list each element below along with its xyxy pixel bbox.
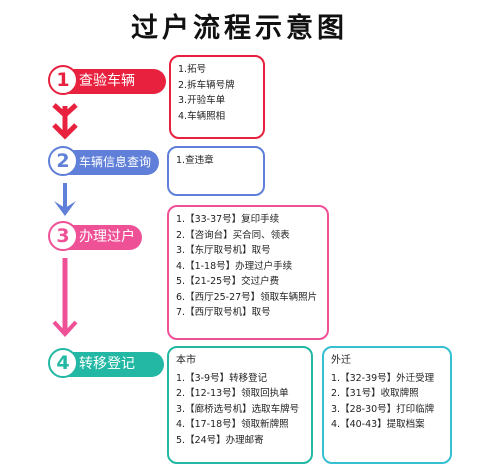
stage-4-label: 转移登记 <box>79 356 135 372</box>
page-title: 过户流程示意图 <box>131 13 348 44</box>
stage-3-step: 5.【21-25号】交过户费 <box>176 276 280 287</box>
stage-3-step: 7.【西厅取号机】取号 <box>176 307 271 318</box>
stage-4-local-step: 4.【17-18号】领取新牌照 <box>176 419 289 430</box>
arrow-down-icon <box>52 103 78 140</box>
stage-4-local-box: 本市 1.【3-9号】转移登记 2.【12-13号】领取回执单 3.【廊桥选号机… <box>167 346 313 464</box>
arrow-down-icon <box>52 258 78 337</box>
stage-1-step: 2.拆车辆号牌 <box>178 79 235 91</box>
stage-3-step: 1.【33-37号】复印手续 <box>176 214 280 225</box>
stage-4-other-step: 4.【40-43】提取档案 <box>331 419 425 430</box>
stage-4-local-step: 3.【廊桥选号机】选取车牌号 <box>176 403 300 415</box>
stage-1-steps-box: 1.拓号 2.拆车辆号牌 3.开验车单 4.车辆照相 <box>169 55 265 139</box>
stage-4-other-step: 1.【32-39号】外迁受理 <box>331 372 435 384</box>
stage-1-step: 4.车辆照相 <box>178 110 226 122</box>
stage-4-local-step: 1.【3-9号】转移登记 <box>176 372 268 384</box>
stage-2-badge: 2 车辆信息查询 <box>48 146 159 176</box>
stage-4-local-step: 2.【12-13号】领取回执单 <box>176 388 289 399</box>
stage-2-number: 2 <box>48 146 78 176</box>
stage-1-badge: 1 查验车辆 <box>48 65 166 95</box>
stage-4-other-step: 2.【31号】收取牌照 <box>331 388 419 399</box>
stage-4-local-step: 5.【24号】办理邮寄 <box>176 434 264 446</box>
arrow-down-icon <box>54 183 76 216</box>
stage-4-other-step: 3.【28-30号】打印临牌 <box>331 403 435 415</box>
stage-3-number: 3 <box>48 221 78 251</box>
stage-4-number: 4 <box>48 348 78 378</box>
stage-1-step: 1.拓号 <box>178 64 207 75</box>
stage-4-badge: 4 转移登记 <box>48 348 164 378</box>
stage-4-other-heading: 外迁 <box>331 355 351 366</box>
stage-3-step: 6.【西厅25-27号】领取车辆照片 <box>176 291 318 303</box>
stage-3-step: 2.【咨询台】买合同、领表 <box>176 229 290 241</box>
stage-1-label: 查验车辆 <box>79 73 135 89</box>
stage-3-step: 3.【东厅取号机】取号 <box>176 245 271 256</box>
stage-2-label: 车辆信息查询 <box>79 155 152 169</box>
stage-1-number: 1 <box>48 65 78 95</box>
stage-2-steps-box: 1.查违章 <box>167 146 265 196</box>
stage-1-step: 3.开验车单 <box>178 95 226 106</box>
stage-3-steps-box: 1.【33-37号】复印手续 2.【咨询台】买合同、领表 3.【东厅取号机】取号… <box>167 205 329 340</box>
stage-4-local-heading: 本市 <box>176 355 196 366</box>
stage-3-badge: 3 办理过户 <box>48 221 142 251</box>
stage-2-step: 1.查违章 <box>176 155 214 166</box>
stage-3-label: 办理过户 <box>79 229 135 245</box>
stage-3-step: 4.【1-18号】办理过户手续 <box>176 260 293 272</box>
stage-4-other-box: 外迁 1.【32-39号】外迁受理 2.【31号】收取牌照 3.【28-30号】… <box>322 346 452 464</box>
